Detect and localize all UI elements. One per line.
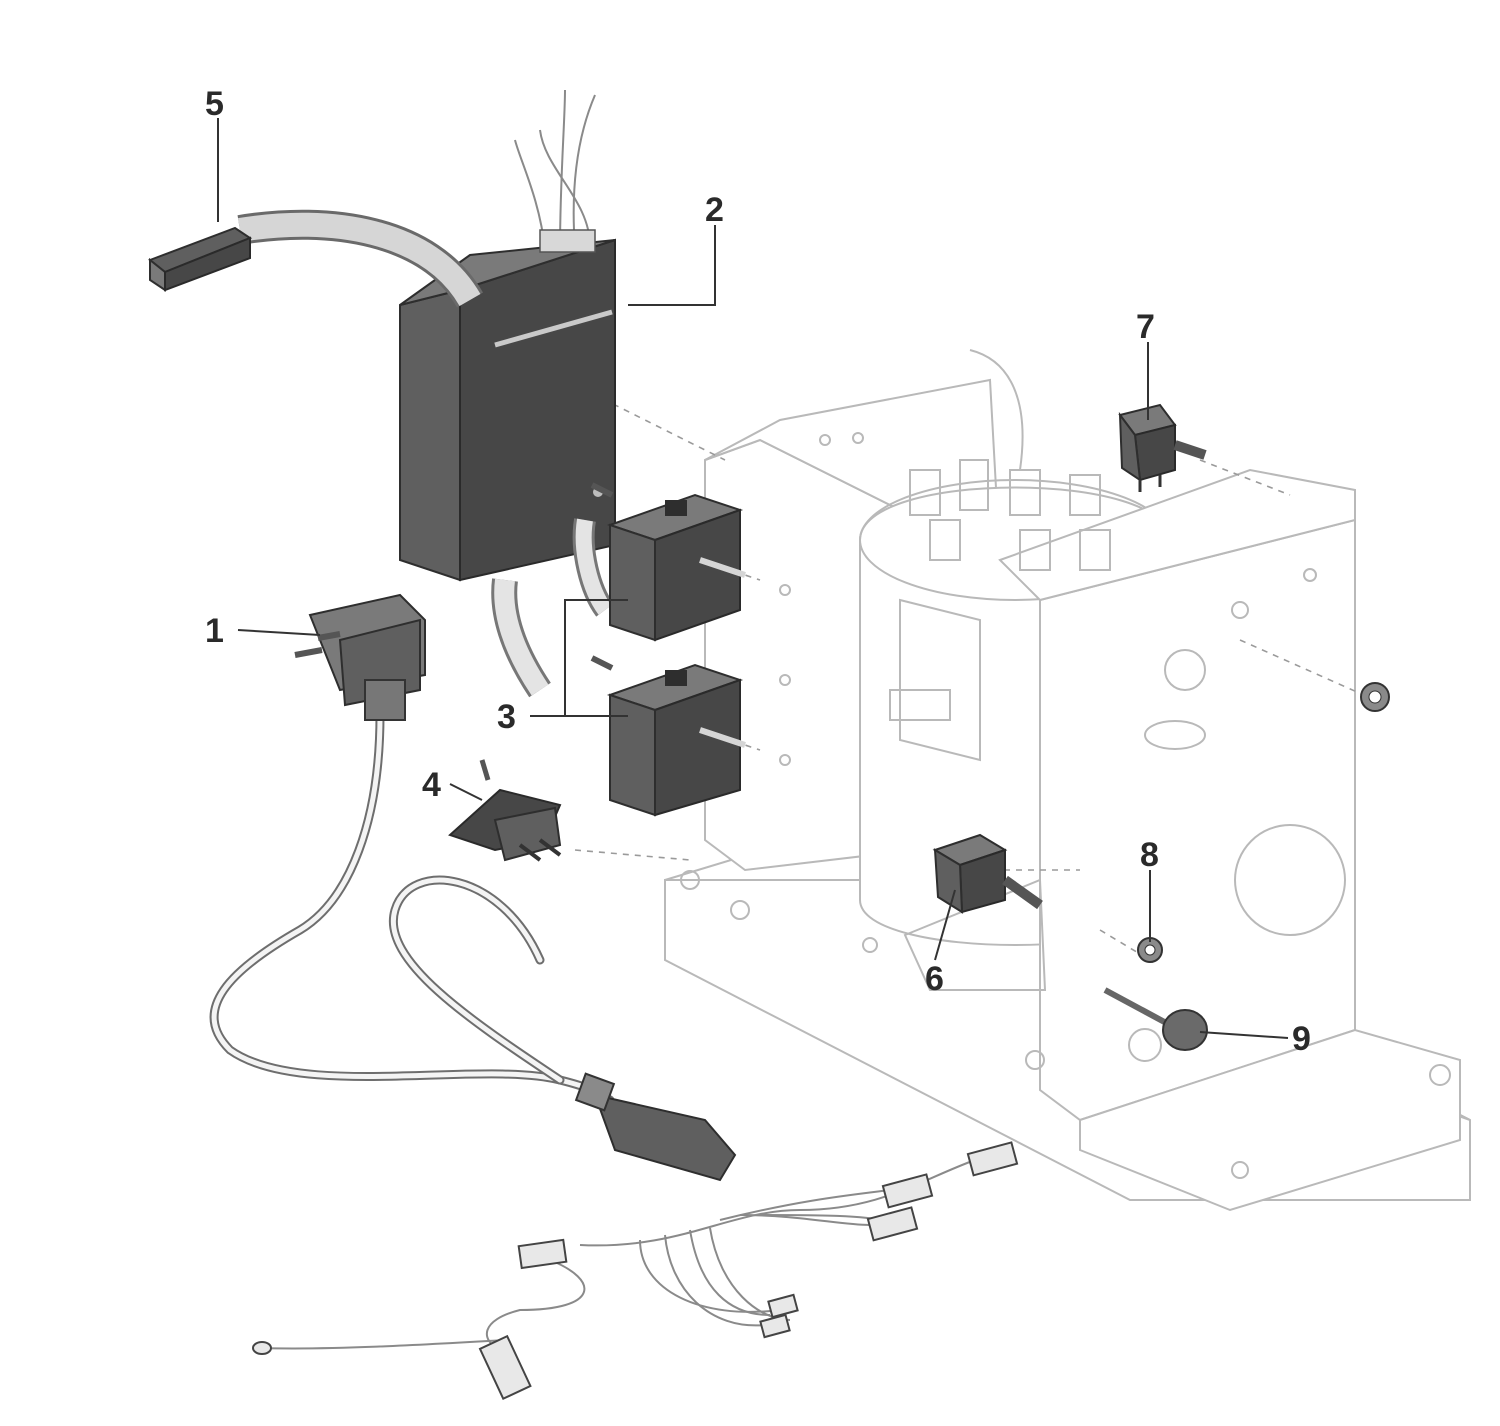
machine-frame-outline bbox=[664, 349, 1471, 1212]
callout-2: 2 bbox=[705, 191, 724, 229]
callout-8: 8 bbox=[1140, 836, 1159, 874]
callout-9: 9 bbox=[1292, 1020, 1311, 1058]
ribbon-connector-part bbox=[148, 209, 484, 308]
washer-part bbox=[1137, 937, 1163, 963]
washer-right-part bbox=[1360, 682, 1390, 712]
iec-socket-part bbox=[448, 759, 562, 862]
leader-lines bbox=[217, 118, 1289, 1039]
wiring-harness-part bbox=[252, 1141, 1019, 1401]
callout-6: 6 bbox=[925, 960, 944, 998]
control-box-part bbox=[399, 89, 616, 582]
pressure-switch-part bbox=[1118, 403, 1207, 492]
filter-block-lower-part bbox=[590, 655, 746, 817]
callout-3: 3 bbox=[497, 698, 516, 736]
toggle-switch-part bbox=[932, 833, 1043, 914]
filter-block-upper-part bbox=[590, 482, 746, 642]
callout-4: 4 bbox=[422, 766, 441, 804]
knob-part bbox=[1103, 987, 1208, 1051]
callout-7: 7 bbox=[1136, 308, 1155, 346]
mains-plug-cord-part bbox=[209, 593, 737, 1182]
callout-5: 5 bbox=[205, 85, 224, 123]
callout-1: 1 bbox=[205, 612, 224, 650]
